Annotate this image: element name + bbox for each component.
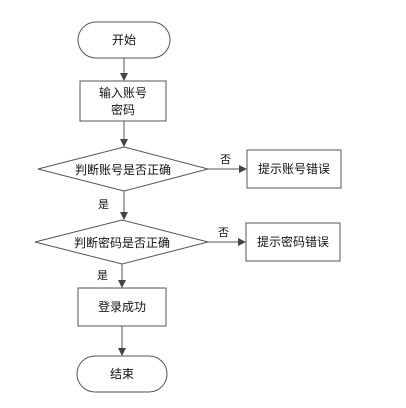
check-password-label: 判断密码是否正确 — [74, 235, 170, 250]
input-account-password-node — [79, 80, 167, 122]
end-node — [76, 355, 168, 393]
login-success-label: 登录成功 — [98, 299, 146, 314]
password-error-label: 提示密码错误 — [257, 234, 329, 249]
check-account-label: 判断账号是否正确 — [75, 162, 171, 177]
password-error-node — [245, 222, 341, 262]
edge-label-password-no: 否 — [218, 226, 229, 239]
input-label-line1: 输入账号 — [99, 85, 147, 100]
start-label: 开始 — [112, 33, 136, 47]
input-label-line2: 密码 — [111, 102, 135, 117]
edge-label-account-no: 否 — [220, 153, 231, 166]
account-error-node — [246, 149, 342, 189]
edge-label-password-yes: 是 — [97, 269, 108, 282]
end-label: 结束 — [110, 367, 134, 381]
account-error-label: 提示账号错误 — [258, 161, 330, 176]
edge-label-account-yes: 是 — [98, 198, 109, 211]
